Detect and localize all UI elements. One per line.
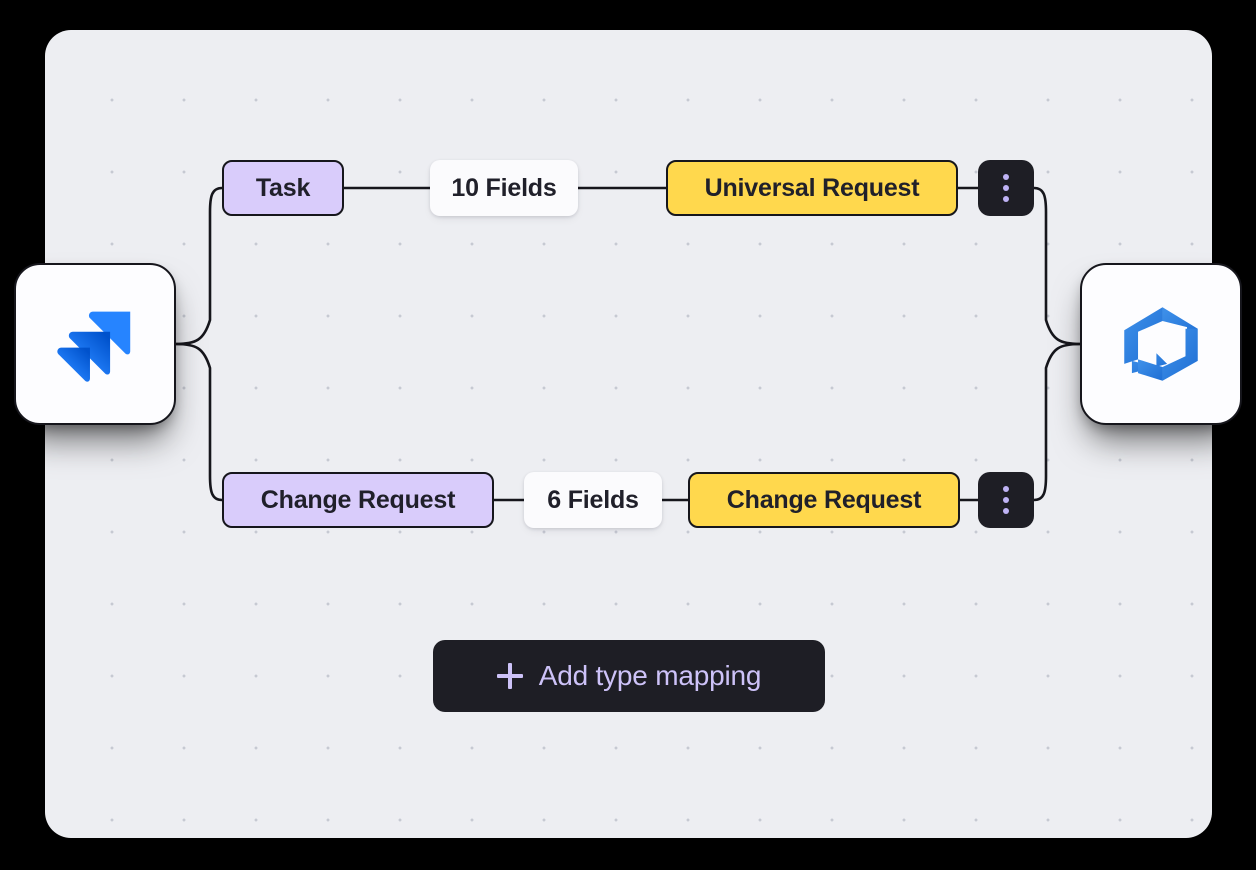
source-app-card[interactable]: [14, 263, 176, 425]
kebab-menu-icon[interactable]: [978, 472, 1034, 528]
field-count-node[interactable]: 10 Fields: [430, 160, 578, 216]
azure-devops-logo: [1124, 307, 1198, 381]
add-type-mapping-label: Add type mapping: [538, 660, 762, 691]
target-type-node[interactable]: Change Request: [688, 472, 960, 528]
kebab-dot: [1003, 196, 1009, 202]
kebab-menu-icon[interactable]: [978, 160, 1034, 216]
add-type-mapping-button[interactable]: Add type mapping: [433, 640, 825, 712]
jira-logo: [57, 311, 131, 382]
plus-icon: [496, 663, 523, 689]
target-app-card[interactable]: [1080, 263, 1242, 425]
source-type-node[interactable]: Task: [222, 160, 344, 216]
kebab-dot: [1003, 174, 1009, 180]
kebab-dot: [1003, 508, 1009, 514]
target-type-node[interactable]: Universal Request: [666, 160, 958, 216]
kebab-dot: [1003, 486, 1009, 492]
kebab-dot: [1003, 185, 1009, 191]
mapping-canvas[interactable]: [45, 30, 1212, 838]
field-count-node[interactable]: 6 Fields: [524, 472, 662, 528]
source-type-node[interactable]: Change Request: [222, 472, 494, 528]
kebab-dot: [1003, 497, 1009, 503]
